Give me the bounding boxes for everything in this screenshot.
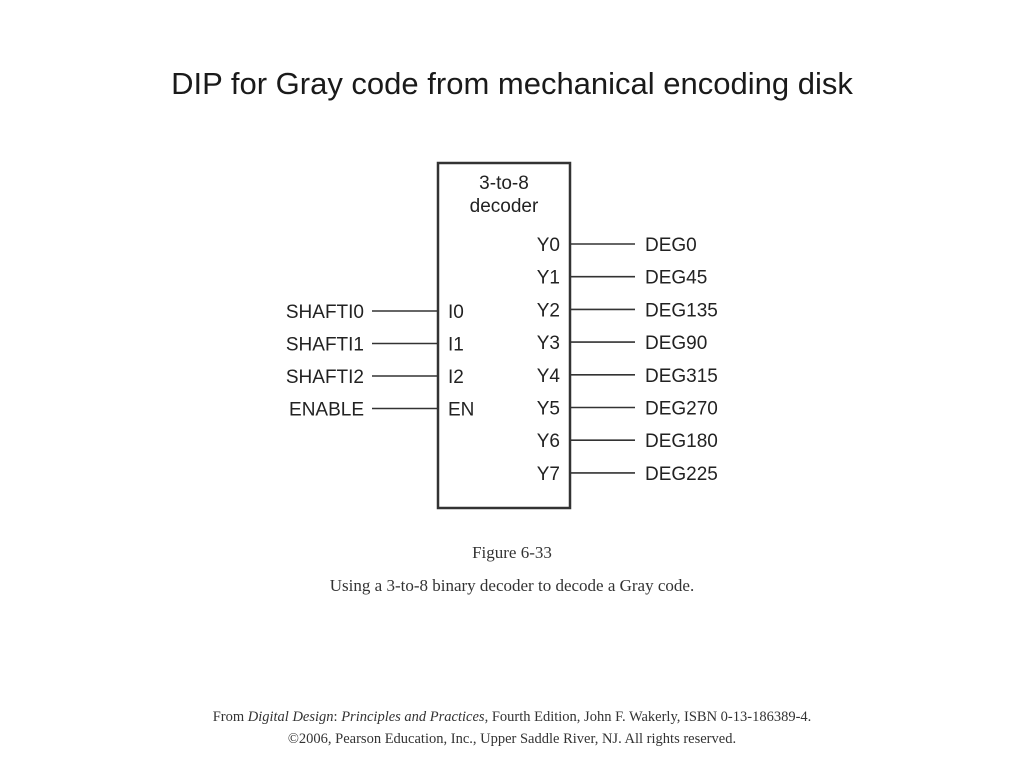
- output-pin-label: Y0: [537, 235, 560, 256]
- decoder-title-line1: 3-to-8: [479, 173, 529, 194]
- copyright-notice: ©2006, Pearson Education, Inc., Upper Sa…: [287, 731, 737, 747]
- decoder-block: [436, 161, 572, 510]
- output-signal-label: DEG135: [645, 300, 718, 321]
- output-pin-label: Y5: [537, 399, 560, 420]
- input-pin-label: I1: [448, 335, 464, 356]
- input-signal-label: SHAFTI2: [286, 367, 364, 388]
- source-citation: From Digital Design: Principles and Prac…: [0, 707, 1024, 727]
- output-signal-label: DEG225: [645, 464, 718, 485]
- input-signal-label: SHAFTI0: [286, 302, 364, 323]
- output-pin-label: Y6: [537, 431, 560, 452]
- figure-number: Figure 6-33: [472, 543, 552, 562]
- input-signal-label: SHAFTI1: [286, 335, 364, 356]
- output-pin-label: Y2: [537, 300, 560, 321]
- figure-caption: Using a 3-to-8 binary decoder to decode …: [329, 576, 695, 595]
- citation-colon: :: [333, 709, 342, 725]
- output-pin-label: Y1: [537, 268, 560, 289]
- output-pin-label: Y4: [537, 366, 561, 387]
- book-subtitle: Principles and Practices: [341, 709, 485, 725]
- output-signal-label: DEG315: [645, 366, 718, 387]
- output-pin-label: Y7: [537, 464, 560, 485]
- citation-prefix: From: [212, 709, 248, 725]
- output-signal-label: DEG45: [645, 268, 707, 289]
- book-title: Digital Design: [247, 709, 334, 725]
- output-signal-label: DEG90: [645, 333, 707, 354]
- output-signal-label: DEG180: [645, 431, 718, 452]
- input-pin-label: EN: [448, 400, 474, 421]
- decoder-title-line2: decoder: [470, 196, 539, 217]
- citation-details: , Fourth Edition, John F. Wakerly, ISBN …: [484, 709, 812, 725]
- output-signal-label: DEG270: [645, 399, 718, 420]
- slide-title: DIP for Gray code from mechanical encodi…: [171, 66, 853, 101]
- output-signal-label: DEG0: [645, 235, 697, 256]
- input-pin-label: I2: [448, 367, 464, 388]
- input-pin-label: I0: [448, 302, 464, 323]
- output-pin-label: Y3: [537, 333, 560, 354]
- input-signal-label: ENABLE: [289, 400, 364, 421]
